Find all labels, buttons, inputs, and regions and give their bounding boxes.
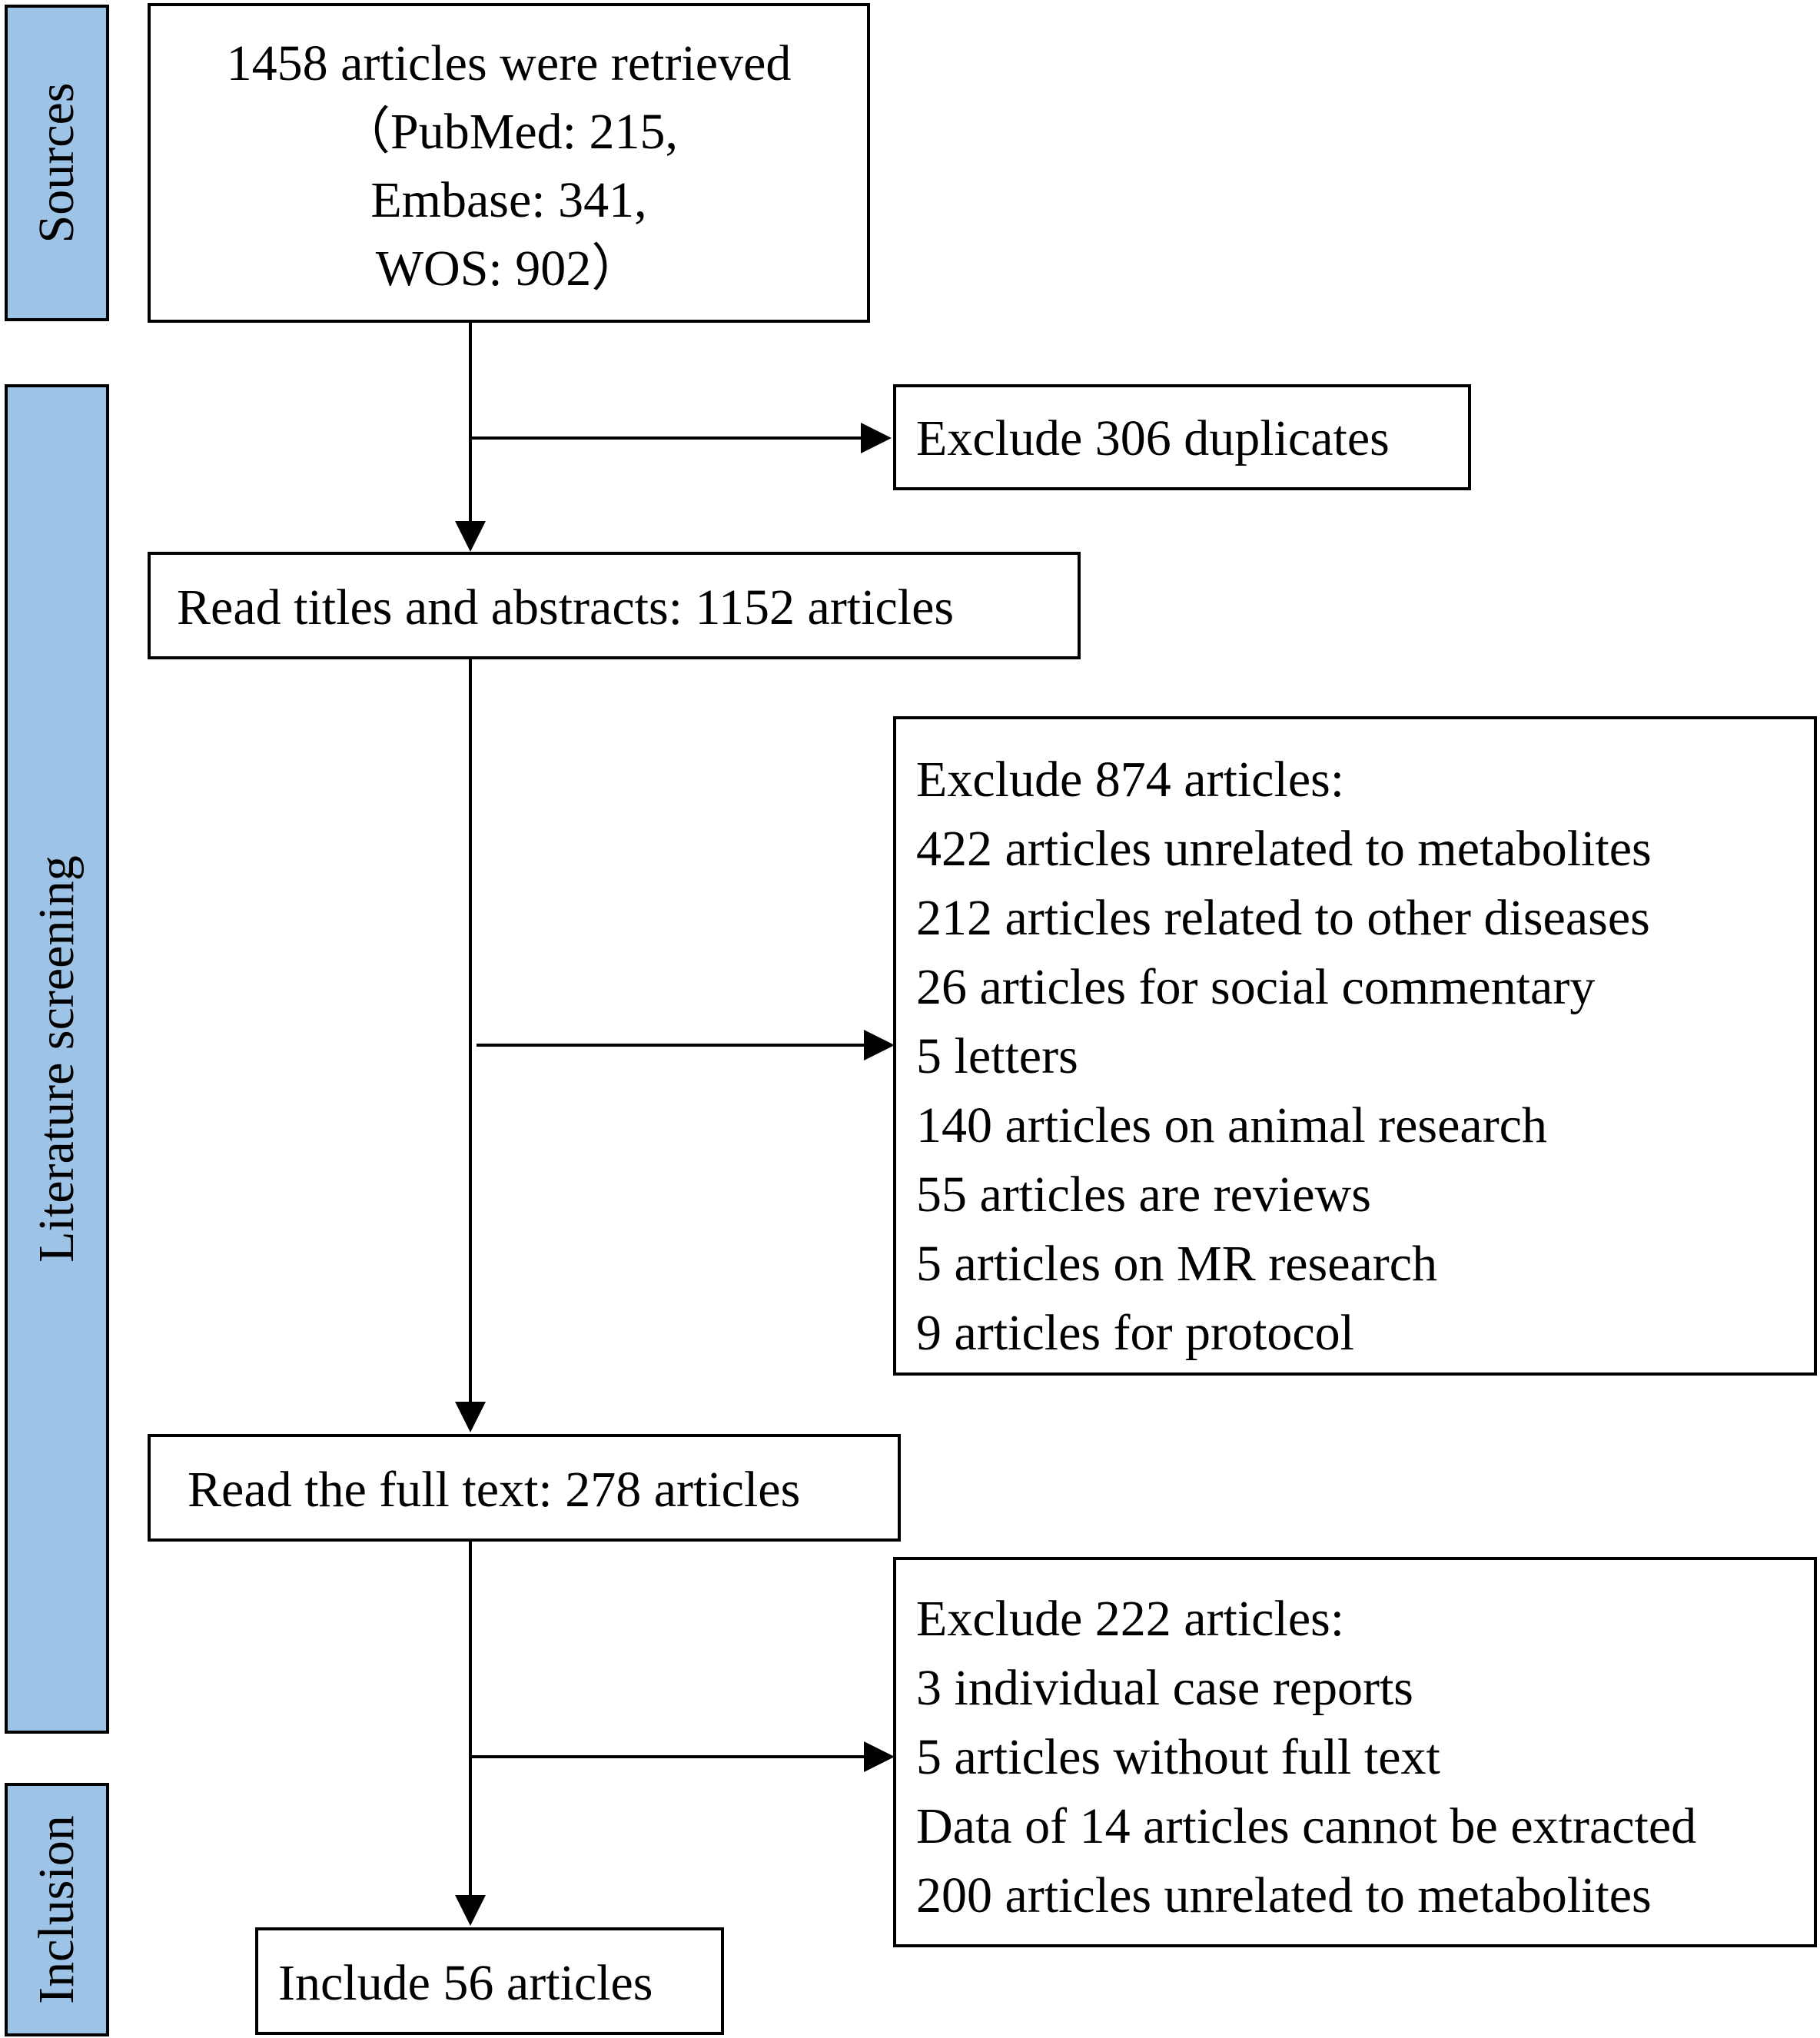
retrieved-line: （PubMed: 215,	[339, 104, 679, 160]
full-text-text: Read the full text: 278 articles	[188, 1462, 801, 1518]
retrieved-line: Embase: 341,	[370, 172, 647, 228]
exclusion-2-line: 5 articles without full text	[916, 1729, 1440, 1785]
duplicates-text: Exclude 306 duplicates	[916, 410, 1390, 466]
exclusion-1-line: 55 articles are reviews	[916, 1167, 1371, 1223]
exclusion-1-box: Exclude 874 articles: 422 articles unrel…	[893, 716, 1817, 1376]
stage-bar-screening: Literature screening	[5, 384, 109, 1734]
exclusion-1-line: 212 articles related to other diseases	[916, 890, 1650, 946]
exclusion-2-line: 3 individual case reports	[916, 1660, 1413, 1716]
stage-bar-sources: Sources	[5, 5, 109, 321]
retrieved-line: 1458 articles were retrieved	[226, 35, 792, 91]
included-box: Include 56 articles	[255, 1927, 724, 2035]
retrieved-line: WOS: 902）	[375, 241, 643, 297]
exclusion-2-box: Exclude 222 articles: 3 individual case …	[893, 1557, 1817, 1947]
exclusion-1-line: 140 articles on animal research	[916, 1097, 1547, 1153]
exclusion-2-line: Data of 14 articles cannot be extracted	[916, 1798, 1697, 1854]
exclusion-2-line: Exclude 222 articles:	[916, 1591, 1345, 1647]
titles-abstracts-box: Read titles and abstracts: 1152 articles	[148, 552, 1081, 659]
stage-bar-inclusion: Inclusion	[5, 1783, 109, 2036]
duplicates-box: Exclude 306 duplicates	[893, 384, 1471, 490]
titles-abstracts-text: Read titles and abstracts: 1152 articles	[177, 579, 955, 636]
retrieved-box: 1458 articles were retrieved （PubMed: 21…	[148, 3, 870, 323]
included-text: Include 56 articles	[278, 1955, 653, 2011]
exclusion-1-line: 422 articles unrelated to metabolites	[916, 821, 1652, 877]
exclusion-2-line: 200 articles unrelated to metabolites	[916, 1867, 1652, 1923]
exclusion-1-line: 26 articles for social commentary	[916, 959, 1596, 1015]
full-text-box: Read the full text: 278 articles	[148, 1434, 901, 1542]
exclusion-1-line: 9 articles for protocol	[916, 1305, 1354, 1361]
exclusion-1-line: Exclude 874 articles:	[916, 752, 1345, 808]
exclusion-1-line: 5 articles on MR research	[916, 1236, 1438, 1292]
exclusion-1-line: 5 letters	[916, 1028, 1078, 1084]
